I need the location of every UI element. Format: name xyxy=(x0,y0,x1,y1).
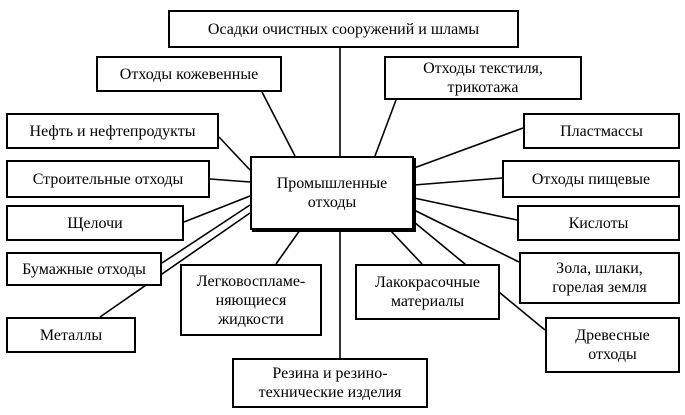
box-oil: Нефть и нефтепродукты xyxy=(6,113,219,149)
connector-food xyxy=(413,177,503,186)
connector-alkali xyxy=(183,195,251,223)
connector-metals xyxy=(99,212,251,318)
connector-leather xyxy=(261,91,296,157)
connector-oil xyxy=(218,136,251,171)
center-industrial-waste: Промышленные отходы xyxy=(250,156,414,230)
box-food: Отходы пищевые xyxy=(502,160,680,198)
connector-flammable xyxy=(275,229,301,265)
box-plastics: Пластмассы xyxy=(523,113,680,149)
box-ash: Зола, шлаки, горелая земля xyxy=(519,252,680,304)
box-paint: Лакокрасочные материалы xyxy=(355,264,500,320)
connector-paint xyxy=(389,229,423,265)
box-textile: Отходы текстиля, трикотажа xyxy=(384,56,582,100)
box-construction: Строительные отходы xyxy=(6,160,210,198)
box-rubber: Резина и резино- технические изделия xyxy=(232,358,428,408)
box-acids: Кислоты xyxy=(517,205,680,241)
connector-acids xyxy=(413,197,518,221)
box-paper: Бумажные отходы xyxy=(6,252,162,286)
box-metals: Металлы xyxy=(6,317,136,353)
box-wood: Древесные отходы xyxy=(545,317,680,373)
connector-construction xyxy=(209,178,251,183)
box-alkali: Щелочи xyxy=(6,205,184,241)
box-leather: Отходы кожевенные xyxy=(96,56,282,92)
connector-paper xyxy=(161,204,251,264)
connector-textile xyxy=(374,99,397,157)
connector-ash xyxy=(413,209,520,263)
box-flammable: Легковоспламе- няющиеся жидкости xyxy=(180,264,322,336)
connector-plastics xyxy=(413,127,524,169)
box-sludge: Осадки очистных сооружений и шламы xyxy=(168,10,519,48)
